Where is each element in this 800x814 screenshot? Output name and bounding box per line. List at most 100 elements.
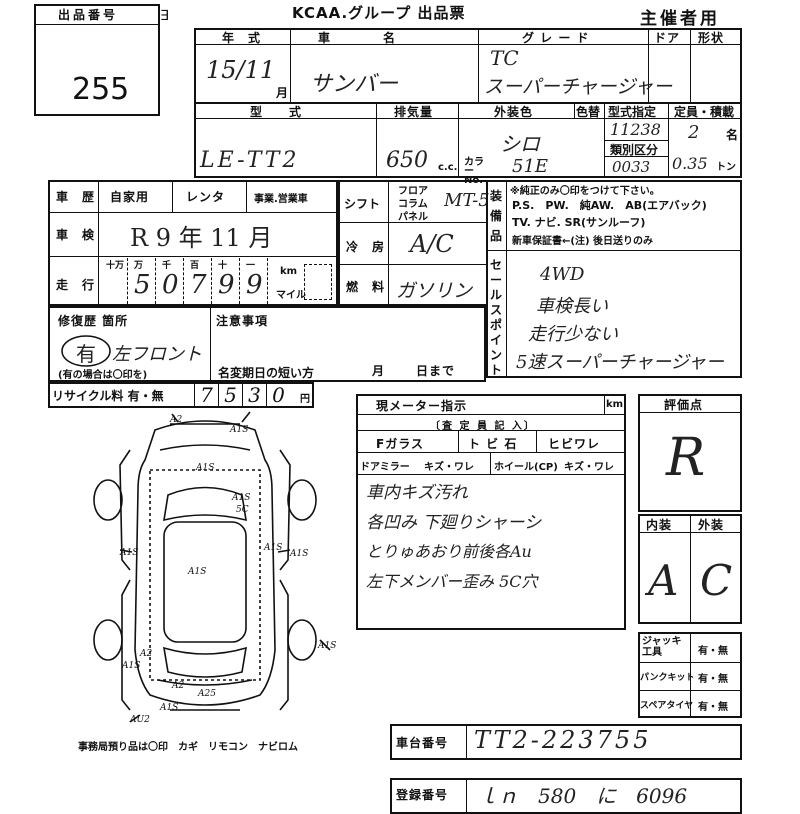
km-mile-box	[304, 264, 332, 300]
top-col3	[648, 28, 649, 104]
interior-label: 内装	[646, 518, 673, 532]
color-label: 外装色	[494, 105, 534, 119]
meter-note-3: とりゅあおり前後各Au	[366, 542, 532, 561]
group-title: KCAA.グループ 出品票	[292, 4, 466, 22]
recycle-table	[48, 382, 314, 408]
diagram-mark: AU2	[129, 715, 150, 725]
repair-note: (有の場合は〇印を)	[58, 370, 148, 381]
spec-label: 型式指定	[608, 105, 657, 119]
chassis-label: 車台番号	[396, 736, 449, 750]
body-label: 形状	[698, 31, 725, 45]
registration-value: ｌｎ 580 に 6096	[478, 784, 688, 808]
model-label: 車 名	[318, 31, 397, 45]
diagram-footer: 事務局預り品は〇印 カギ リモコン ナビロム	[78, 742, 298, 753]
tools-col	[690, 632, 691, 718]
type-label: 型 式	[250, 105, 303, 119]
deadline-month: 月	[372, 364, 386, 378]
meter-line4	[356, 474, 626, 475]
class-value: 0033	[612, 158, 651, 176]
top-col1	[290, 28, 291, 104]
grade-label: グ レ ー ド	[522, 31, 590, 45]
equipment-line	[486, 250, 742, 251]
km-label: km	[280, 266, 298, 277]
cc-unit: c.c.	[438, 162, 458, 173]
chassis-value: TT2-223755	[474, 726, 652, 754]
meter-col3	[490, 452, 491, 474]
class-label: 類別区分	[610, 143, 659, 157]
repair-col	[210, 306, 211, 382]
puncture-value: 有・無	[698, 674, 728, 685]
lot-number: 255	[72, 72, 130, 107]
meter-note-4: 左下メンバー歪み 5C穴	[366, 572, 538, 591]
crack-label: ヒビワレ	[548, 437, 601, 451]
equipment-col	[506, 180, 507, 378]
interior-value: A	[648, 556, 679, 605]
diagram-mark: A2	[139, 649, 152, 659]
mile-label: マイル	[276, 290, 306, 301]
capacity-unit: 名	[726, 128, 740, 142]
second-col1	[376, 102, 377, 178]
wheel-label: ホイール(CP)	[494, 462, 558, 473]
equipment-table	[486, 180, 742, 378]
lot-box	[34, 4, 160, 116]
wheel-opt: キズ・ワレ	[564, 462, 614, 473]
header-bracket: ∃	[160, 8, 169, 24]
sales-label: セールスポイント	[490, 258, 504, 377]
meter-line2	[356, 430, 626, 431]
diagram-mark: A1S	[289, 549, 308, 559]
history-private: 自家用	[110, 190, 150, 204]
score-label: 評価点	[664, 398, 704, 412]
lot-divider	[34, 24, 160, 25]
recycle-digit: 0	[266, 384, 290, 406]
capacity-value: 2	[688, 122, 700, 143]
load-value: 0.35	[672, 154, 708, 173]
load-unit: トン	[716, 162, 736, 173]
exterior-value: C	[700, 556, 733, 605]
mileage-unit: 一	[246, 261, 256, 271]
diagram-mark: A1S	[229, 425, 248, 435]
meter-col1	[458, 430, 459, 452]
deadline-day: 日まで	[416, 364, 456, 378]
vehicle-diagram: A2 A1S A1S 5C A1S A1S A1S A1S A1S A2 A1S…	[93, 411, 336, 725]
shift-panel: パネル	[398, 212, 428, 223]
mileage-digit: 9	[218, 270, 235, 300]
year-label: 年 式	[222, 31, 262, 45]
model-value: サンバー	[310, 72, 399, 97]
shift-floor: フロア	[398, 186, 428, 197]
spec-line1	[604, 118, 742, 119]
history-col-a	[172, 180, 173, 212]
spare-label: スペアタイヤ	[640, 701, 694, 711]
diagram-mark: A1S	[121, 661, 140, 671]
diagram-mark: A1S	[231, 493, 250, 503]
color-value: シロ	[500, 132, 540, 156]
repair-location: 左フロント	[112, 344, 202, 365]
mileage-digit: 9	[246, 270, 263, 300]
month-unit: 月	[276, 86, 290, 100]
diagram-mark: A1S	[187, 567, 206, 577]
history-label: 車 歴	[56, 190, 96, 204]
meter-line1	[356, 414, 626, 415]
drive-col	[388, 180, 389, 306]
meter-table	[356, 394, 626, 630]
mileage-unit: 千	[162, 261, 172, 271]
diagram-mark: A25	[197, 689, 216, 699]
lot-label: 出品番号	[58, 8, 119, 22]
inspection-value: R 9 年 11 月	[130, 224, 273, 252]
repair-label: 修復歴 箇所	[58, 314, 129, 328]
diagram-mark: A1S	[195, 463, 214, 473]
history-business: 事業.営業車	[254, 194, 308, 205]
shift-label: シフト	[344, 197, 381, 211]
recycle-unit: 円	[300, 394, 310, 405]
history-rental: レンタ	[186, 190, 226, 204]
score-table	[638, 394, 742, 512]
mirror-opt: キズ・ワレ	[424, 462, 474, 473]
top-table-header-line	[194, 44, 742, 45]
remarks-label: 注意事項	[216, 314, 269, 328]
equipment-label: 装備品	[490, 189, 504, 243]
deadline-label: 名変期日の短い方	[218, 366, 315, 380]
history-line1	[48, 212, 338, 213]
equipment-line2: TV. ナビ. SR(サンルーフ)	[512, 216, 646, 229]
diagram-mark: A1S	[159, 703, 178, 713]
second-col5	[668, 102, 669, 178]
